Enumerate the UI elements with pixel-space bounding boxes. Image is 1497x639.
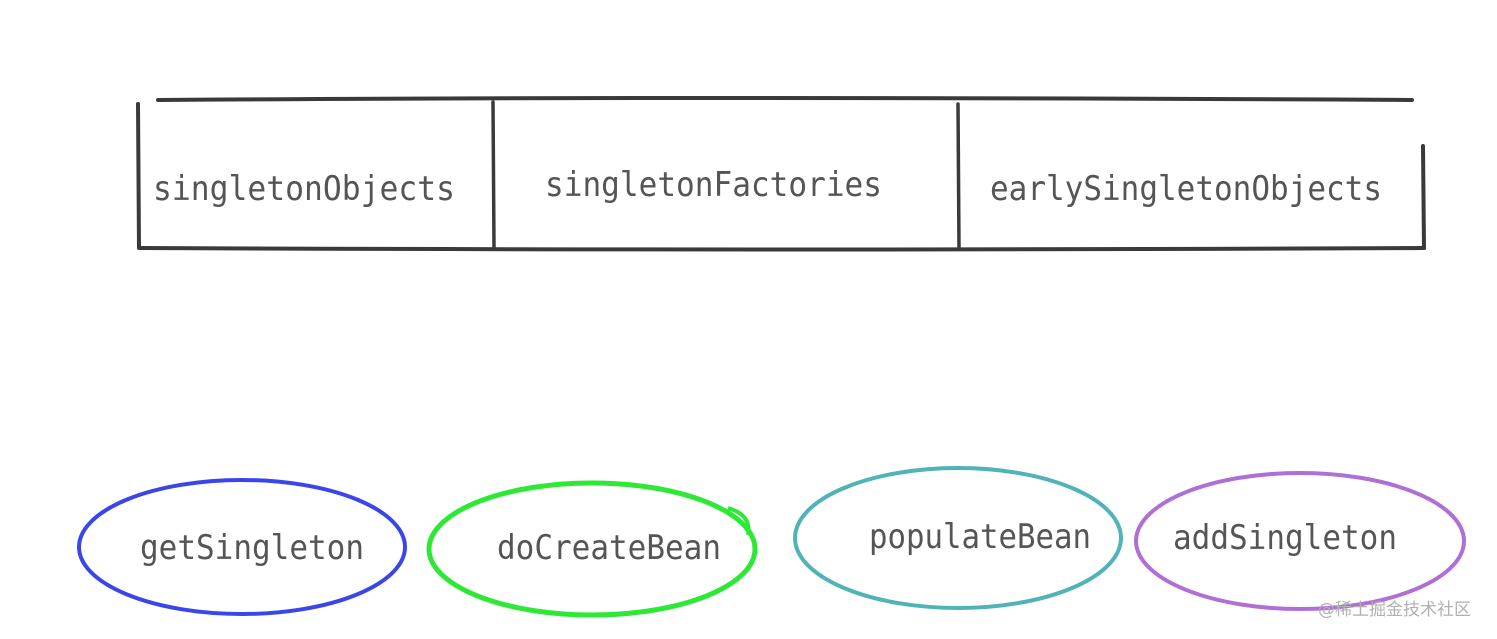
method-ellipse: [77, 478, 407, 616]
cache-table-divider-2: [956, 102, 961, 250]
cache-table: singletonObjects singletonFactories earl…: [136, 96, 1426, 252]
cache-table-left-border: [136, 102, 141, 250]
cache-table-top-border: [156, 96, 1414, 102]
cache-table-divider-1: [491, 100, 496, 250]
method-ellipse-stroke-overlap: [727, 506, 751, 536]
method-do-create-bean: doCreateBean: [426, 480, 758, 618]
method-label: getSingleton: [140, 528, 364, 568]
method-label: populateBean: [869, 517, 1091, 557]
method-populate-bean: populateBean: [793, 466, 1123, 610]
cache-table-bottom-border: [138, 246, 1426, 252]
cache-early-singleton-objects: earlySingletonObjects: [990, 169, 1382, 209]
method-label: doCreateBean: [497, 528, 721, 568]
method-ellipse: [1134, 471, 1466, 611]
cache-table-right-border: [1421, 144, 1426, 250]
method-get-singleton: getSingleton: [77, 478, 407, 616]
method-ellipse: [793, 466, 1123, 610]
method-ellipse: [426, 480, 758, 618]
method-label: addSingleton: [1173, 518, 1397, 558]
cache-singleton-factories: singletonFactories: [545, 165, 882, 205]
cache-singleton-objects: singletonObjects: [153, 169, 455, 209]
method-add-singleton: addSingleton: [1134, 471, 1466, 611]
watermark-text: @稀土掘金技术社区: [1318, 600, 1471, 620]
